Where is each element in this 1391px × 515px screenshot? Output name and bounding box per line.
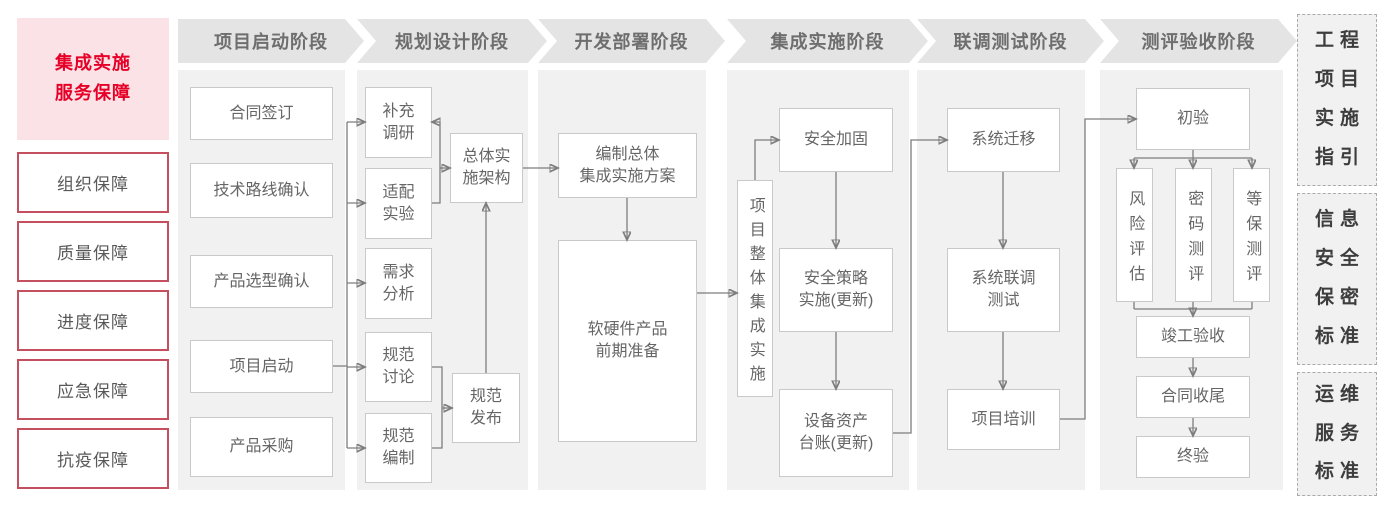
node-adaptation-test: 适配 实验 — [365, 168, 432, 239]
node-completion-acceptance: 竣工验收 — [1136, 316, 1250, 358]
node-risk-assessment: 风险评估 — [1116, 168, 1153, 302]
node-final-acceptance: 终验 — [1136, 436, 1250, 478]
sidebar-item-label: 抗疫保障 — [57, 451, 129, 470]
phase-label: 项目启动阶段 — [214, 32, 328, 52]
node-label: 产品选型确认 — [213, 272, 310, 290]
node-joint-testing: 系统联调 测试 — [947, 248, 1060, 332]
node-label: 密码测评 — [1185, 189, 1203, 290]
node-label: 项目整体集成实施 — [746, 196, 764, 389]
phase-label: 集成实施阶段 — [770, 32, 885, 52]
node-label: 需求 分析 — [382, 263, 415, 303]
node-training: 项目培训 — [947, 389, 1060, 450]
phase-band-planning-design: 规划设计阶段 — [357, 19, 547, 63]
node-product-selection: 产品选型确认 — [190, 255, 333, 308]
sidebar-item-label: 质量保障 — [57, 244, 129, 263]
node-security-hardening: 安全加固 — [779, 108, 893, 172]
node-label: 规范 讨论 — [382, 347, 415, 386]
node-label: 软硬件产品 前期准备 — [587, 321, 668, 360]
sidebar-item-organization: 组织保障 — [17, 152, 169, 213]
panel-label: 运维 服务 标准 — [1314, 383, 1365, 483]
node-label: 安全策略 实施(更新) — [798, 270, 874, 309]
node-label: 规范 发布 — [469, 388, 502, 427]
node-spec-release: 规范 发布 — [452, 373, 520, 443]
node-label: 总体实 施架构 — [462, 148, 511, 187]
node-asset-ledger: 设备资产 台账(更新) — [779, 389, 893, 477]
node-label: 安全加固 — [803, 131, 868, 149]
phase-band-integration: 集成实施阶段 — [727, 19, 928, 63]
sidebar-title: 集成实施 服务保障 — [17, 18, 169, 140]
node-label: 系统联调 测试 — [971, 270, 1036, 309]
sidebar-item-quality: 质量保障 — [17, 221, 169, 282]
node-label: 项目启动 — [229, 357, 294, 375]
phase-band-joint-test: 联调测试阶段 — [917, 19, 1104, 63]
node-dengbao-test: 等保测评 — [1233, 168, 1270, 302]
node-label: 合同收尾 — [1160, 388, 1225, 406]
node-spec-compilation: 规范 编制 — [365, 413, 432, 483]
sidebar-title-line1: 集成实施 — [55, 53, 131, 74]
sidebar-item-schedule: 进度保障 — [17, 290, 169, 351]
node-crypto-test: 密码测评 — [1175, 168, 1212, 302]
node-contract-sign: 合同签订 — [190, 87, 333, 140]
node-preparation: 软硬件产品 前期准备 — [558, 240, 697, 442]
node-label: 适配 实验 — [382, 183, 415, 223]
node-procurement: 产品采购 — [190, 417, 333, 477]
panel-ops-standard: 运维 服务 标准 — [1297, 372, 1377, 496]
panel-label: 信息 安全 保密 标准 — [1314, 209, 1365, 347]
node-label: 终验 — [1176, 448, 1209, 466]
node-security-policy: 安全策略 实施(更新) — [779, 248, 893, 332]
node-spec-discussion: 规范 讨论 — [365, 332, 432, 402]
node-label: 等保测评 — [1243, 189, 1261, 290]
phase-band-dev-deploy: 开发部署阶段 — [538, 19, 725, 63]
node-label: 项目培训 — [971, 410, 1036, 428]
phase-label: 测评验收阶段 — [1141, 32, 1256, 52]
node-requirement-analysis: 需求 分析 — [365, 248, 432, 319]
phase-label: 联调测试阶段 — [953, 32, 1068, 52]
node-label: 编制总体 集成实施方案 — [579, 145, 676, 185]
phase-band-acceptance: 测评验收阶段 — [1100, 19, 1297, 63]
sidebar-item-epidemic: 抗疫保障 — [17, 428, 169, 489]
panel-engineering-guide: 工程 项目 实施 指引 — [1297, 14, 1377, 186]
node-label: 设备资产 台账(更新) — [798, 413, 874, 452]
node-tech-route: 技术路线确认 — [190, 163, 333, 218]
node-contract-closure: 合同收尾 — [1136, 376, 1250, 418]
node-overall-architecture: 总体实 施架构 — [450, 133, 523, 203]
node-label: 初验 — [1176, 110, 1209, 128]
sidebar-item-label: 组织保障 — [57, 175, 129, 194]
node-supplementary-research: 补充 调研 — [365, 87, 432, 158]
node-label: 风险评估 — [1126, 189, 1144, 290]
panel-infosec-standard: 信息 安全 保密 标准 — [1297, 193, 1377, 365]
node-label: 补充 调研 — [382, 102, 415, 142]
sidebar-item-label: 进度保障 — [57, 313, 129, 332]
sidebar-title-line2: 服务保障 — [55, 83, 131, 103]
node-label: 竣工验收 — [1160, 328, 1225, 346]
node-label: 产品采购 — [229, 438, 294, 456]
node-label: 技术路线确认 — [213, 181, 310, 199]
node-initial-acceptance: 初验 — [1136, 88, 1250, 150]
node-label: 规范 编制 — [382, 428, 415, 467]
sidebar-item-label: 应急保障 — [57, 382, 129, 401]
node-system-migration: 系统迁移 — [947, 108, 1060, 172]
node-project-kickoff: 项目启动 — [190, 340, 333, 393]
phase-band-project-start: 项目启动阶段 — [178, 19, 364, 63]
phase-label: 规划设计阶段 — [395, 32, 509, 52]
panel-label: 工程 项目 实施 指引 — [1314, 30, 1365, 168]
node-overall-plan: 编制总体 集成实施方案 — [558, 133, 697, 198]
node-overall-integration: 项目整体集成实施 — [737, 180, 773, 397]
sidebar-item-emergency: 应急保障 — [17, 359, 169, 420]
phase-label: 开发部署阶段 — [574, 32, 689, 52]
node-label: 系统迁移 — [971, 131, 1036, 149]
node-label: 合同签订 — [229, 104, 294, 122]
